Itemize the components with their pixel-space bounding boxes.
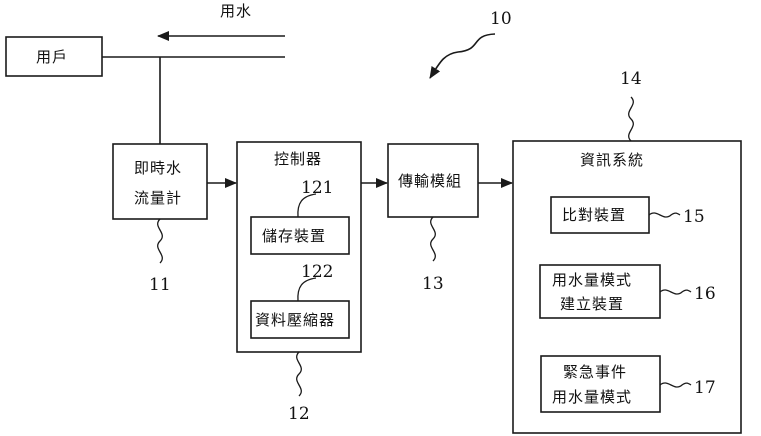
info-system-label: 資訊系統 (580, 151, 644, 169)
controller-ref-leader (296, 351, 302, 397)
user-label: 用戶 (36, 48, 68, 66)
storage-ref-leader (297, 193, 317, 218)
data-compressor-label: 資料壓縮器 (255, 311, 335, 329)
comparison-device-box (550, 196, 650, 234)
system-ref-number: 10 (490, 9, 512, 29)
comparison-ref-leader (648, 212, 681, 218)
flow-meter-label-line2: 流量計 (134, 189, 182, 207)
controller-ref-number: 12 (288, 404, 310, 424)
usage-model-label-line1: 用水量模式 (552, 271, 632, 289)
system-ref-arrow (429, 33, 496, 79)
controller-label: 控制器 (274, 150, 322, 168)
comparison-device-label: 比對裝置 (562, 206, 626, 224)
flow-meter-ref-leader (157, 218, 163, 264)
emergency-model-label-line2: 用水量模式 (552, 388, 632, 406)
flow-meter-box (112, 143, 208, 220)
compressor-ref-number: 122 (301, 262, 333, 282)
comparison-ref-number: 15 (683, 207, 705, 227)
info-system-ref-number: 14 (620, 69, 642, 89)
usage-model-ref-leader (659, 289, 692, 295)
emergency-model-label-line1: 緊急事件 (563, 363, 627, 381)
emergency-model-ref-leader (659, 382, 692, 388)
storage-ref-number: 121 (301, 178, 333, 198)
emergency-model-ref-number: 17 (694, 378, 716, 398)
transmission-ref-number: 13 (422, 274, 444, 294)
transmission-ref-leader (430, 216, 436, 262)
transmission-module-label: 傳輸模組 (398, 172, 462, 190)
transmission-module-box (387, 143, 479, 218)
info-system-ref-leader (628, 96, 634, 142)
compressor-ref-leader (297, 277, 317, 302)
flow-meter-ref-number: 11 (149, 275, 171, 295)
storage-device-label: 儲存裝置 (262, 227, 326, 245)
usage-model-label-line2: 建立裝置 (560, 295, 624, 313)
flow-meter-label-line1: 即時水 (134, 159, 182, 177)
water-label: 用水 (220, 2, 252, 20)
usage-model-device-box (539, 264, 661, 319)
emergency-model-box (540, 355, 661, 413)
data-compressor-box (250, 300, 350, 339)
usage-model-ref-number: 16 (694, 284, 716, 304)
storage-device-box (250, 216, 350, 255)
